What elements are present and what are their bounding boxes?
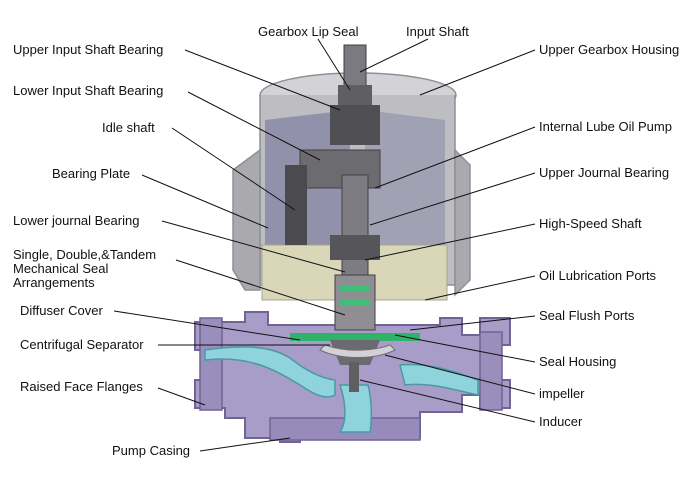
leader-idle-shaft <box>171 127 296 211</box>
leader-mechanical-seal <box>175 259 346 316</box>
leader-internal-lube-oil-pump <box>374 126 536 189</box>
label-inducer: Inducer <box>539 414 583 429</box>
fluid-passage-art <box>204 346 479 433</box>
label-upper-journal-bearing: Upper Journal Bearing <box>539 165 670 180</box>
leader-oil-lubrication-ports <box>424 275 536 301</box>
leader-gearbox-lip-seal <box>317 38 351 91</box>
leader-diffuser-cover <box>113 310 301 341</box>
leader-impeller <box>384 354 536 395</box>
label-centrifugal-separator: Centrifugal Separator <box>20 337 144 352</box>
leader-seal-flush-ports <box>409 315 536 331</box>
leader-upper-input-shaft-bearing <box>184 49 341 111</box>
leader-seal-housing <box>394 334 536 363</box>
label-upper-input-shaft-bearing: Upper Input Shaft Bearing <box>13 42 164 57</box>
label-internal-lube-oil-pump: Internal Lube Oil Pump <box>539 119 672 134</box>
label-seal-flush-ports: Seal Flush Ports <box>539 308 635 323</box>
label-bearing-plate: Bearing Plate <box>52 166 131 181</box>
label-raised-face-flanges: Raised Face Flanges <box>20 379 143 394</box>
label-idle-shaft: Idle shaft <box>102 120 155 135</box>
label-oil-lubrication-ports: Oil Lubrication Ports <box>539 268 657 283</box>
label-mechanical-seal-arrangements: Single, Double,&Tandem Mechanical Seal A… <box>13 247 157 290</box>
label-gearbox-lip-seal: Gearbox Lip Seal <box>258 24 359 39</box>
leader-raised-face-flanges <box>157 387 206 406</box>
leader-inducer <box>359 379 536 423</box>
label-lower-input-shaft-bearing: Lower Input Shaft Bearing <box>13 83 164 98</box>
shaft-gear-art <box>285 44 420 392</box>
leader-upper-journal-bearing <box>369 172 536 226</box>
leader-lower-journal-bearing <box>161 220 346 273</box>
label-upper-gearbox-housing: Upper Gearbox Housing <box>539 42 680 57</box>
leader-bearing-plate <box>141 174 269 229</box>
label-seal-housing: Seal Housing <box>539 354 617 369</box>
label-lower-journal-bearing: Lower journal Bearing <box>13 213 140 228</box>
leader-upper-gearbox-housing <box>419 49 536 96</box>
label-impeller: impeller <box>539 386 585 401</box>
label-high-speed-shaft: High-Speed Shaft <box>539 216 642 231</box>
leader-high-speed-shaft <box>364 223 536 261</box>
label-pump-casing: Pump Casing <box>112 443 191 458</box>
label-diffuser-cover: Diffuser Cover <box>20 303 103 318</box>
leader-pump-casing <box>199 437 291 452</box>
label-input-shaft: Input Shaft <box>406 24 469 39</box>
leader-lower-input-shaft-bearing <box>187 91 321 161</box>
leader-input-shaft <box>359 38 429 73</box>
